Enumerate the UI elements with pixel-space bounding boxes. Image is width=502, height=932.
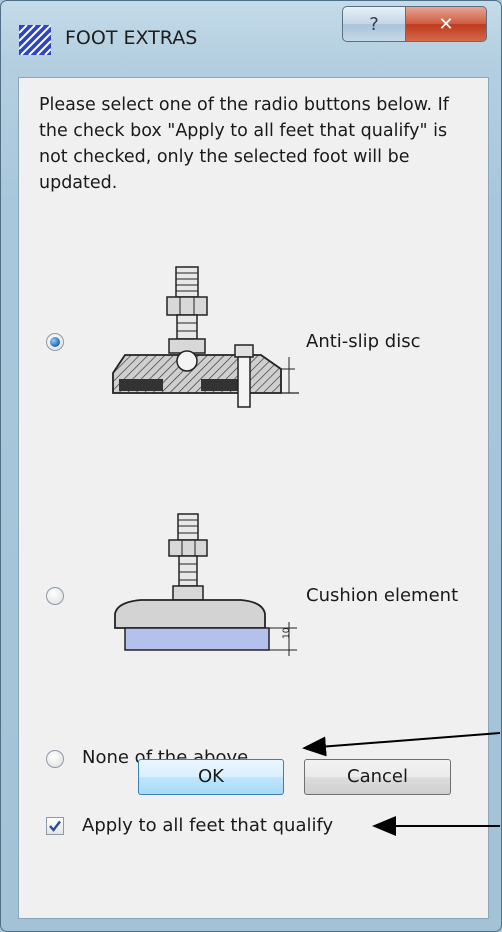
none-of-the-above-radio[interactable]	[46, 750, 64, 768]
cushion-element-drawing: 10	[114, 513, 297, 656]
cancel-button[interactable]: Cancel	[304, 759, 451, 795]
cushion-element-label: Cushion element	[306, 585, 459, 606]
apply-to-all-label: Apply to all feet that qualify	[82, 815, 334, 836]
help-button[interactable]: ?	[342, 6, 406, 42]
close-button[interactable]: ✕	[405, 6, 487, 42]
anti-slip-disc-radio[interactable]	[46, 333, 64, 351]
instructions-text: Please select one of the radio buttons b…	[39, 95, 449, 193]
apply-to-all-checkbox[interactable]	[46, 817, 64, 835]
hatch-pattern-icon	[19, 25, 51, 55]
help-icon: ?	[369, 13, 379, 35]
dialog-body: Please select one of the radio buttons b…	[18, 77, 489, 919]
cushion-element-radio[interactable]	[46, 587, 64, 605]
anti-slip-disc-drawing	[112, 266, 299, 408]
window-title: FOOT EXTRAS	[65, 27, 198, 49]
cushion-dimension-label: 10	[282, 627, 292, 639]
checkmark-icon	[49, 820, 61, 832]
anti-slip-disc-label: Anti-slip disc	[306, 331, 421, 352]
close-icon: ✕	[438, 13, 454, 35]
ok-button[interactable]: OK	[138, 759, 284, 795]
title-bar[interactable]: FOOT EXTRAS ? ✕	[1, 1, 501, 77]
